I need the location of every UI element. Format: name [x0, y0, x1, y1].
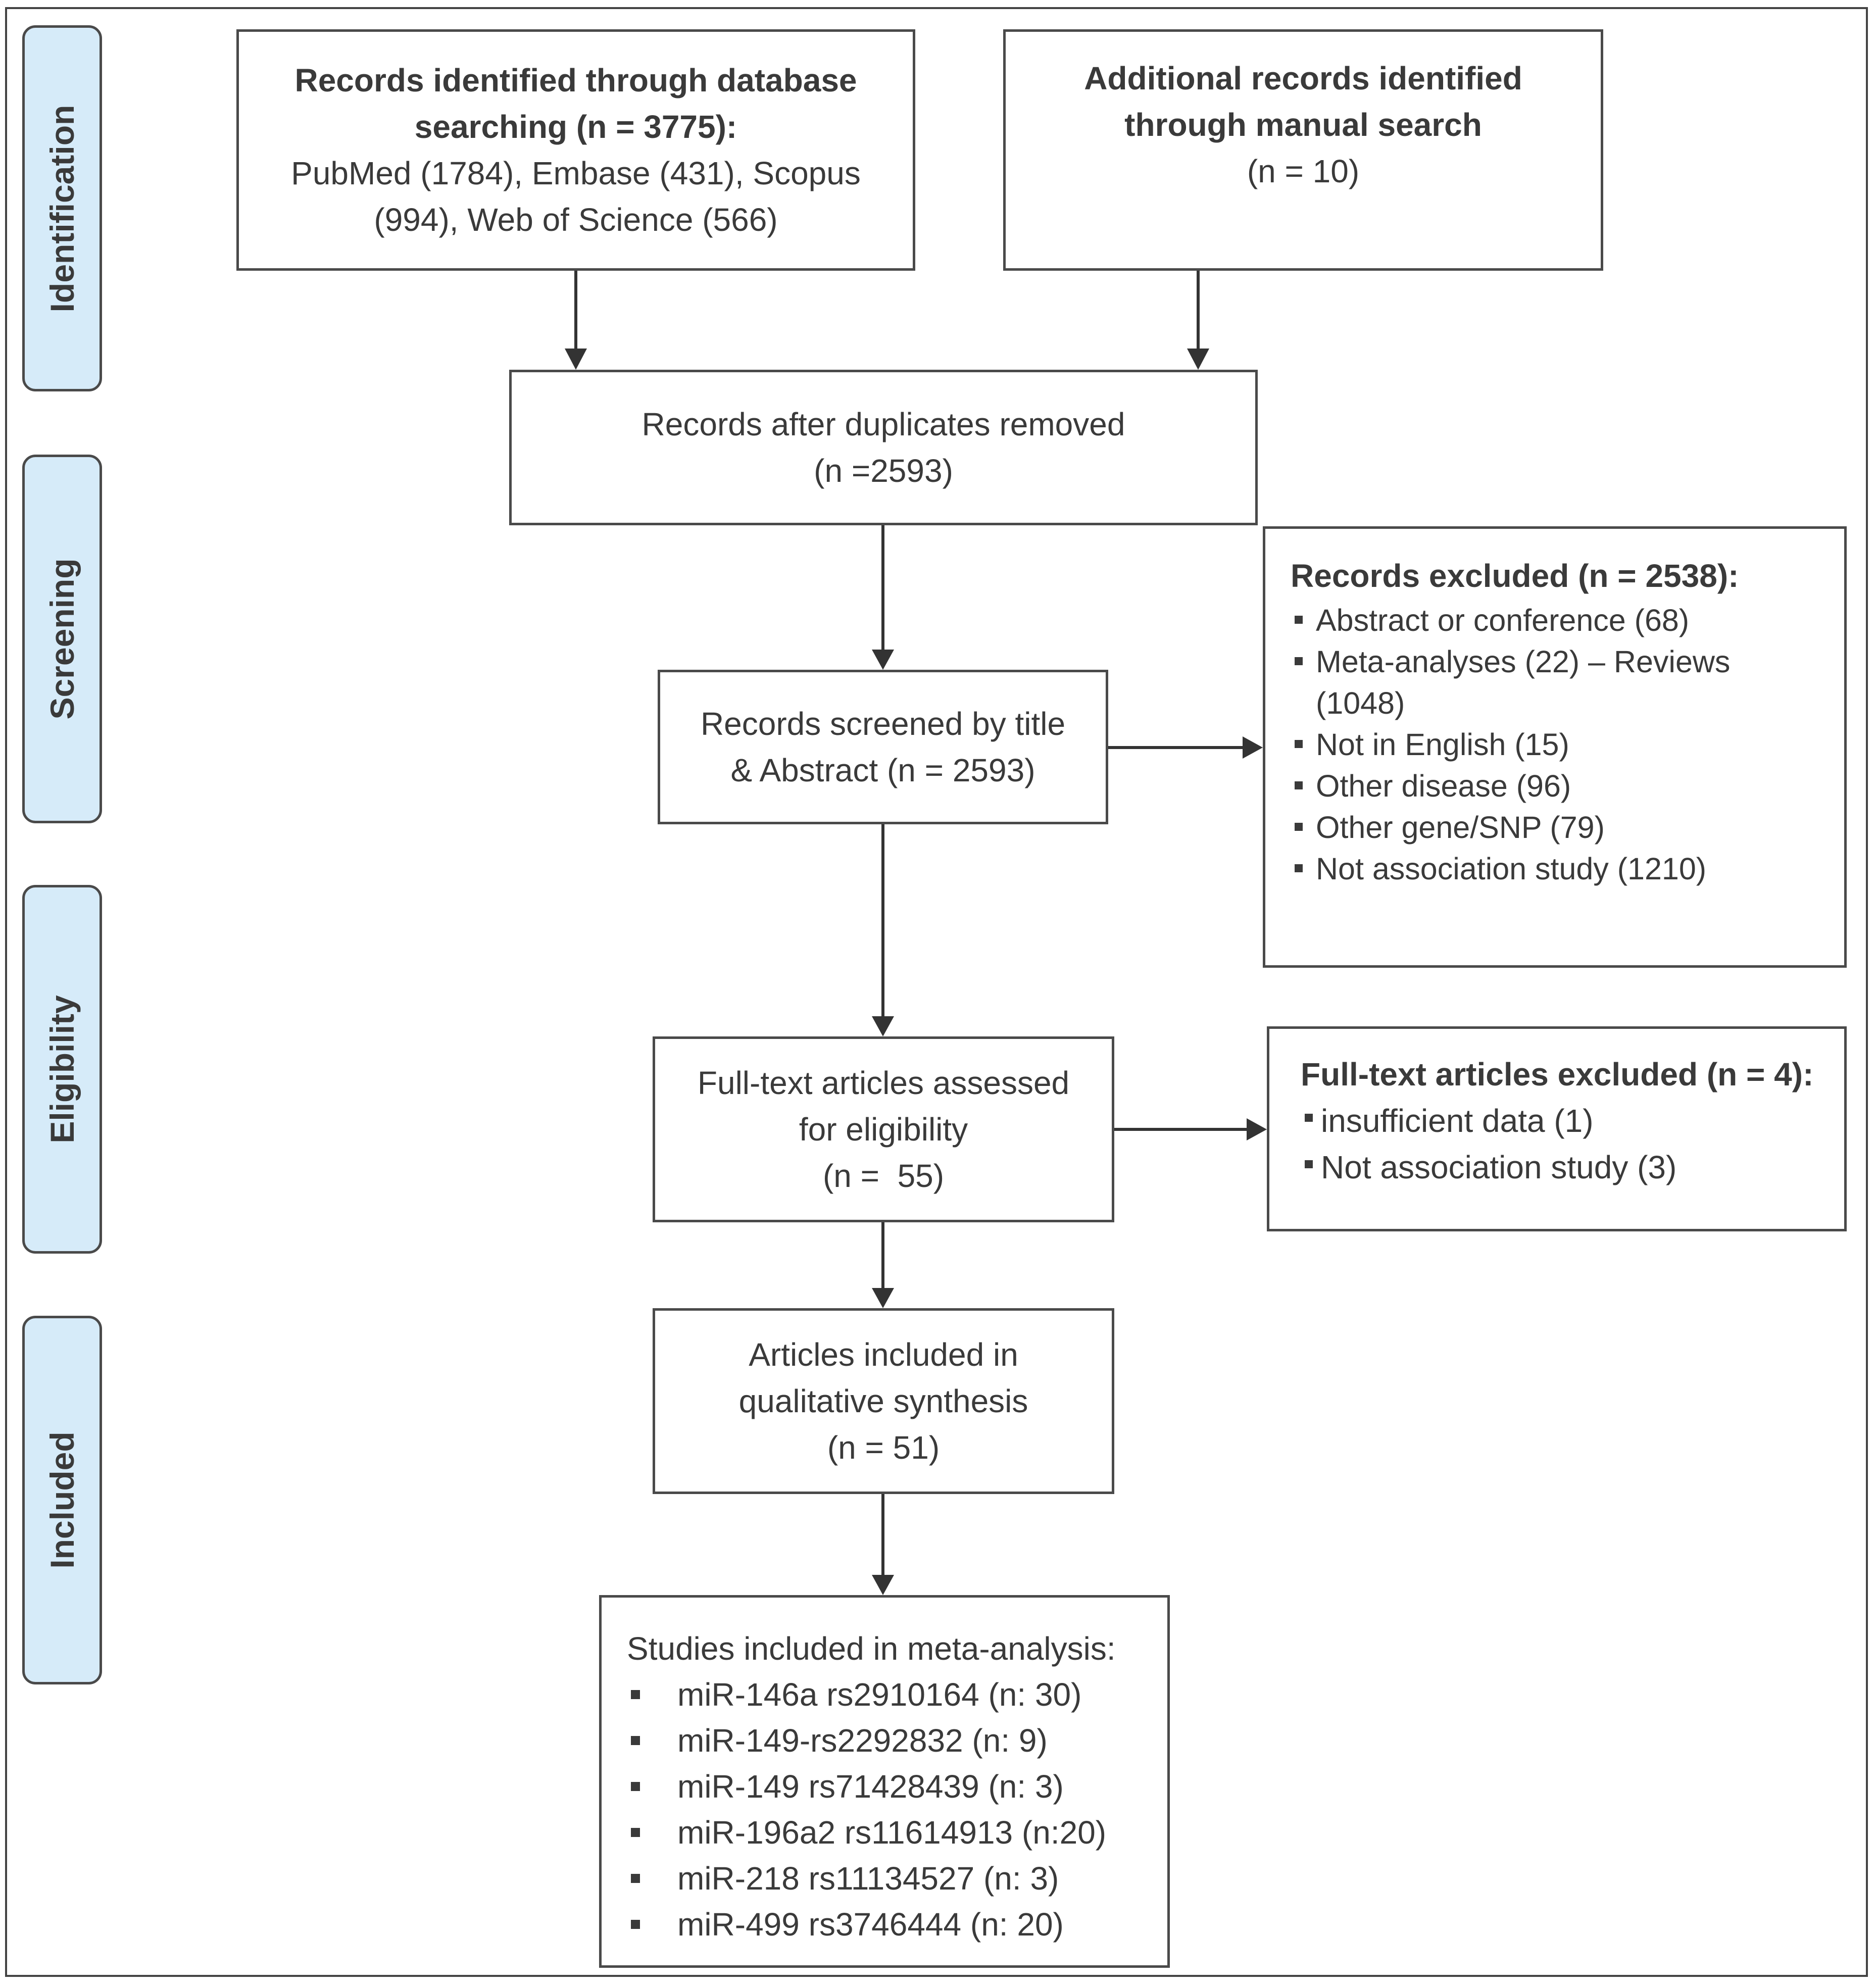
fulltext-assessed-line3: (n = 55) [822, 1158, 945, 1194]
box-fulltext-excluded: Full-text articles excluded (n = 4): ins… [1267, 1026, 1847, 1231]
stage-screening: Screening [22, 455, 102, 823]
meta-analysis-item: miR-146a rs2910164 (n: 30) [627, 1672, 1167, 1718]
arrowhead [1247, 1118, 1267, 1140]
records-excluded-item: Not in English (15) [1291, 724, 1844, 765]
identified-db-line4: (994), Web of Science (566) [374, 202, 778, 238]
fulltext-assessed-line1: Full-text articles assessed [697, 1065, 1070, 1101]
fulltext-excluded-item: insufficient data (1) [1301, 1098, 1844, 1144]
fulltext-excluded-item: Not association study (3) [1301, 1144, 1844, 1190]
records-excluded-item: Not association study (1210) [1291, 848, 1844, 889]
identified-manual-line2: through manual search [1124, 107, 1482, 143]
qualitative-line1: Articles included in [749, 1336, 1018, 1373]
box-additional-records-manual: Additional records identified through ma… [1003, 29, 1603, 271]
qualitative-line3: (n = 51) [827, 1429, 940, 1466]
figure-frame [5, 7, 1868, 1977]
screened-line1: Records screened by title [700, 706, 1066, 742]
arrowhead [565, 349, 587, 370]
meta-analysis-heading: Studies included in meta-analysis: [627, 1630, 1116, 1667]
records-excluded-item: Meta-analyses (22) – Reviews (1048) [1291, 641, 1844, 724]
meta-analysis-item: miR-149 rs71428439 (n: 3) [627, 1764, 1167, 1810]
meta-analysis-list: miR-146a rs2910164 (n: 30) miR-149-rs229… [627, 1672, 1167, 1948]
identified-manual-line3: (n = 10) [1247, 153, 1360, 189]
arrowhead [872, 1288, 894, 1308]
identified-db-line3: PubMed (1784), Embase (431), Scopus [291, 155, 861, 191]
identified-db-line1: Records identified through database [294, 62, 857, 98]
records-excluded-list: Abstract or conference (68) Meta-analyse… [1291, 600, 1844, 889]
box-records-after-duplicates: Records after duplicates removed (n =259… [509, 370, 1258, 525]
arrowhead [1243, 736, 1263, 759]
after-duplicates-line2: (n =2593) [814, 453, 953, 489]
fulltext-assessed-line2: for eligibility [799, 1111, 968, 1148]
meta-analysis-item: miR-218 rs11134527 (n: 3) [627, 1856, 1167, 1902]
stage-included: Included [22, 1316, 102, 1684]
records-excluded-item: Abstract or conference (68) [1291, 600, 1844, 641]
records-excluded-item: Other disease (96) [1291, 765, 1844, 807]
meta-analysis-item: miR-196a2 rs11614913 (n:20) [627, 1810, 1167, 1856]
qualitative-line2: qualitative synthesis [738, 1383, 1028, 1419]
box-meta-analysis: Studies included in meta-analysis: miR-1… [599, 1595, 1170, 1968]
box-records-excluded: Records excluded (n = 2538): Abstract or… [1263, 526, 1847, 968]
fulltext-excluded-list: insufficient data (1) Not association st… [1301, 1098, 1844, 1190]
stage-eligibility: Eligibility [22, 885, 102, 1254]
arrowhead [872, 650, 894, 670]
box-fulltext-assessed: Full-text articles assessed for eligibil… [653, 1036, 1114, 1222]
records-excluded-heading: Records excluded (n = 2538): [1291, 558, 1739, 594]
screened-line2: & Abstract (n = 2593) [730, 752, 1035, 788]
fulltext-excluded-heading: Full-text articles excluded (n = 4): [1301, 1056, 1814, 1093]
stage-identification: Identification [22, 25, 102, 391]
records-excluded-item: Other gene/SNP (79) [1291, 807, 1844, 848]
box-records-identified-database: Records identified through database sear… [236, 29, 915, 271]
after-duplicates-line1: Records after duplicates removed [641, 406, 1125, 442]
arrowhead [1187, 349, 1209, 370]
meta-analysis-item: miR-499 rs3746444 (n: 20) [627, 1902, 1167, 1948]
box-records-screened: Records screened by title & Abstract (n … [658, 670, 1108, 824]
arrowhead [872, 1575, 894, 1595]
arrowhead [872, 1016, 894, 1036]
identified-db-line2: searching (n = 3775): [414, 109, 737, 145]
meta-analysis-item: miR-149-rs2292832 (n: 9) [627, 1718, 1167, 1764]
identified-manual-line1: Additional records identified [1084, 60, 1522, 96]
box-qualitative-synthesis: Articles included in qualitative synthes… [653, 1308, 1114, 1494]
